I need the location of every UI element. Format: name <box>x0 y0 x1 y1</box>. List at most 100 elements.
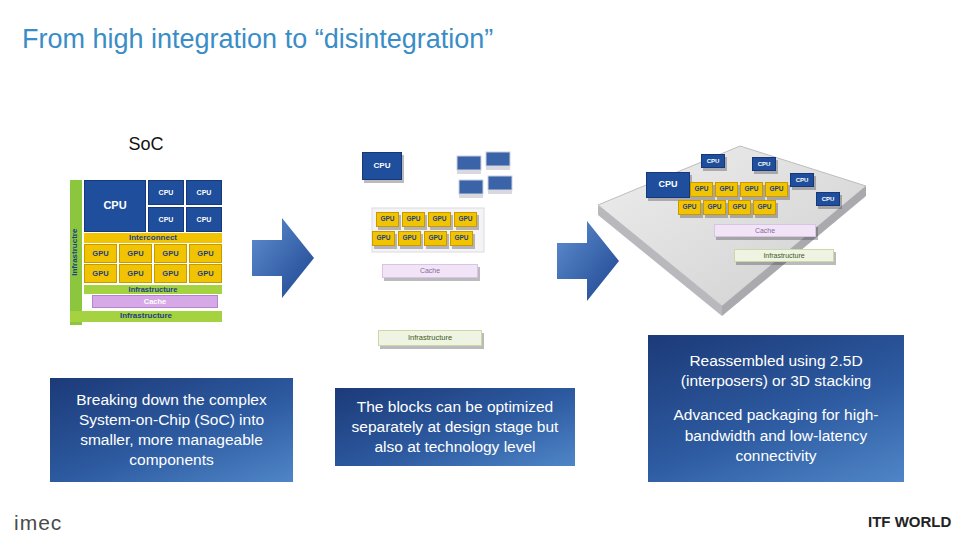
block-label: GPU <box>694 186 708 193</box>
infrastructure-band: Infrastructre <box>70 180 82 325</box>
cpu-chip: CPU <box>816 192 840 206</box>
block-label: CPU <box>796 177 809 183</box>
block-label: GPU <box>376 235 390 242</box>
infrastructure-band: Infrastructure <box>70 311 222 322</box>
block-label: CPU <box>822 196 835 202</box>
gpu-block: GPU <box>84 244 117 263</box>
block-label: Infrastructure <box>120 312 172 320</box>
gpu-block: GPU <box>84 264 117 283</box>
caption-text: The blocks can be optimized separately a… <box>345 397 565 457</box>
gpu-chip: GPU <box>690 182 713 197</box>
block-label: GPU <box>744 186 758 193</box>
small-cpu-chips <box>457 152 512 198</box>
cpu-block: CPU <box>186 180 222 205</box>
block-label: GPU <box>162 250 178 258</box>
infrastructure-chip: Infrastructure <box>378 330 482 346</box>
gpu-block: GPU <box>119 244 152 263</box>
gpu-chip: GPU <box>372 231 395 246</box>
gpu-chip-base <box>372 208 484 252</box>
slide-title: From high integration to “disintegration… <box>22 24 493 55</box>
gpu-chip: GPU <box>376 212 399 227</box>
block-label: GPU <box>732 204 746 211</box>
gpu-block: GPU <box>154 244 187 263</box>
cpu-block: CPU <box>148 180 184 205</box>
block-label: GPU <box>406 216 420 223</box>
cpu-chip: CPU <box>790 173 814 187</box>
block-label: CPU <box>159 216 174 223</box>
block-label: GPU <box>197 270 213 278</box>
block-label: GPU <box>454 235 468 242</box>
block-label: GPU <box>682 204 696 211</box>
caption-box: Breaking down the complex System-on-Chip… <box>50 378 293 482</box>
cache-band: Cache <box>92 295 218 308</box>
gpu-block: GPU <box>189 244 222 263</box>
block-label: GPU <box>707 204 721 211</box>
block-label: CPU <box>159 189 174 196</box>
caption-box: The blocks can be optimized separately a… <box>335 388 575 466</box>
interposer <box>598 146 866 316</box>
stage-arrow <box>557 221 619 301</box>
block-label: CPU <box>103 200 126 212</box>
event-logo: ITF WORLD <box>868 513 951 530</box>
gpu-chip: GPU <box>398 231 421 246</box>
block-heading: SoC <box>70 135 222 154</box>
cpu-chip: CPU <box>701 154 725 168</box>
block-label: Infrastructre <box>72 229 80 276</box>
cpu-chip: CPU <box>752 157 776 171</box>
gpu-chip: GPU <box>424 231 447 246</box>
caption-box: Reassembled using 2.5D (interposers) or … <box>648 335 904 482</box>
cache-chip: Cache <box>714 224 816 237</box>
block-label: GPU <box>428 235 442 242</box>
block-label: CPU <box>374 162 391 170</box>
block-label: GPU <box>162 270 178 278</box>
gpu-chip: GPU <box>703 200 726 215</box>
cpu-block: CPU <box>186 207 222 232</box>
block-label: GPU <box>380 216 394 223</box>
cpu-chip: CPU <box>646 172 690 198</box>
gpu-block: GPU <box>154 264 187 283</box>
block-label: GPU <box>92 250 108 258</box>
infrastructure-chip: Infrastructure <box>734 249 834 262</box>
block-label: Infrastructure <box>408 334 452 342</box>
gpu-chip: GPU <box>715 182 738 197</box>
gpu-chip: GPU <box>402 212 425 227</box>
block-label: GPU <box>402 235 416 242</box>
cpu-block: CPU <box>148 207 184 232</box>
block-label: GPU <box>769 186 783 193</box>
block-label: GPU <box>458 216 472 223</box>
stage-arrow <box>252 218 314 298</box>
block-label: CPU <box>658 180 677 189</box>
block-label: GPU <box>432 216 446 223</box>
block-label: CPU <box>707 158 720 164</box>
block-label: GPU <box>127 250 143 258</box>
interconnect-band: Interconnect <box>84 233 222 243</box>
block-label: Infrastructure <box>763 252 804 259</box>
block-label: GPU <box>92 270 108 278</box>
gpu-chip: GPU <box>454 212 477 227</box>
block-label: CPU <box>197 216 212 223</box>
cpu-chip: CPU <box>362 152 402 180</box>
block-label: GPU <box>197 250 213 258</box>
block-label: Cache <box>755 227 775 234</box>
caption-text: Breaking down the complex System-on-Chip… <box>60 390 283 471</box>
gpu-chip: GPU <box>753 200 776 215</box>
block-label: CPU <box>758 161 771 167</box>
gpu-chip: GPU <box>728 200 751 215</box>
block-label: GPU <box>127 270 143 278</box>
gpu-block: GPU <box>119 264 152 283</box>
block-label: GPU <box>719 186 733 193</box>
block-label: Cache <box>144 298 167 306</box>
logo-text: imec <box>14 511 62 535</box>
gpu-chip: GPU <box>450 231 473 246</box>
gpu-chip: GPU <box>428 212 451 227</box>
caption-text: Advanced packaging for high-bandwidth an… <box>658 405 894 465</box>
gpu-chip: GPU <box>765 182 788 197</box>
block-label: GPU <box>757 204 771 211</box>
block-label: CPU <box>197 189 212 196</box>
cpu-block: CPU <box>84 180 146 232</box>
block-label: Cache <box>420 267 440 274</box>
block-label: Interconnect <box>129 234 177 242</box>
caption-text: Reassembled using 2.5D (interposers) or … <box>658 351 894 391</box>
infrastructure-band: Infrastructure <box>84 285 222 294</box>
gpu-block: GPU <box>189 264 222 283</box>
